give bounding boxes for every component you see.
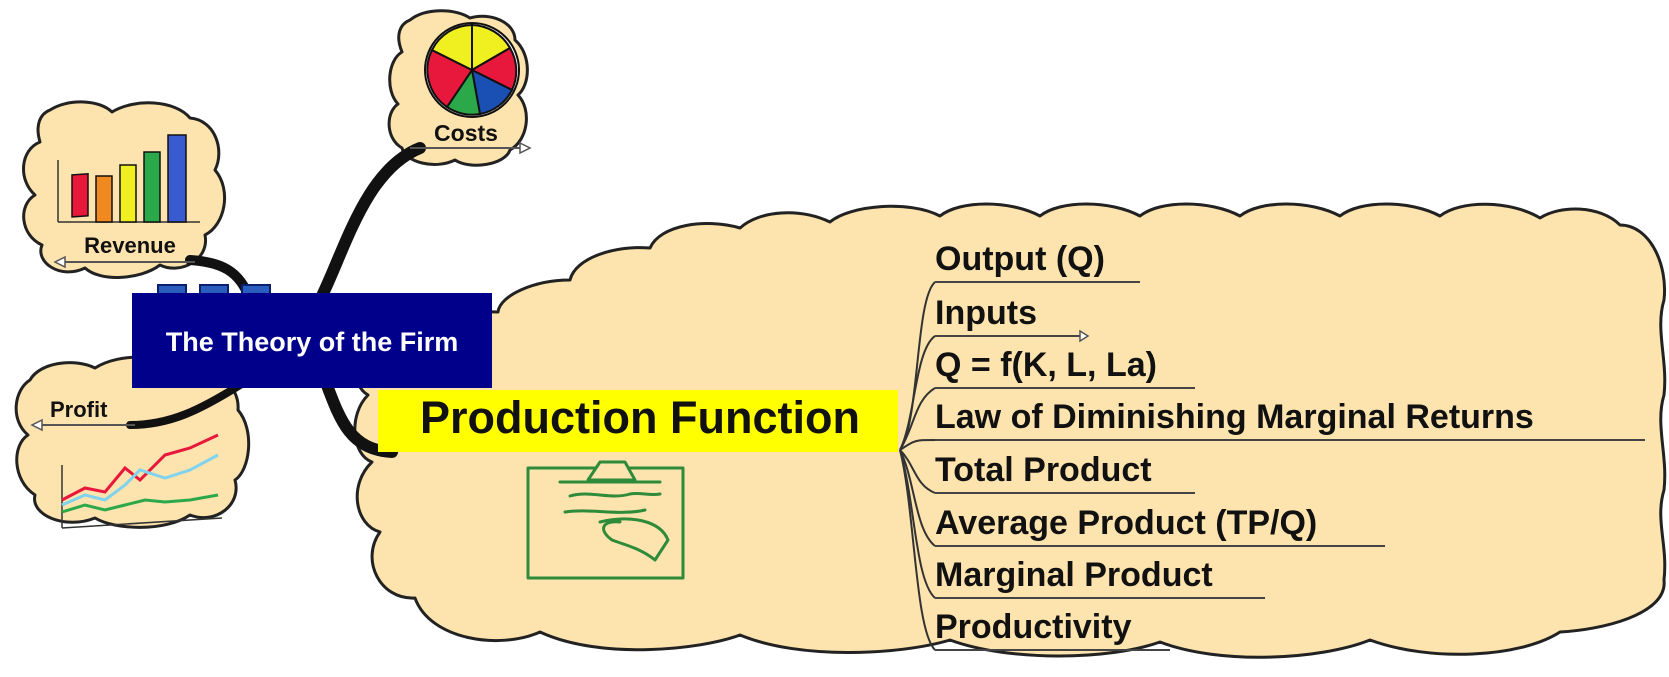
subtopic-branches [899,281,936,651]
central-topic-label: The Theory of the Firm [166,327,459,357]
costs-arrow-icon [519,141,532,155]
profit-label[interactable]: Profit [50,397,108,422]
connector-costs [314,142,426,306]
costs-label[interactable]: Costs [434,120,498,146]
revenue-arrow-icon [53,255,66,269]
bar-chart-icon [57,134,200,223]
inputs-arrow-icon [1079,329,1090,343]
pie-chart-icon [424,22,520,118]
subtopic-diminishing-returns[interactable]: Law of Diminishing Marginal Returns [935,398,1534,436]
subtopic-total-product[interactable]: Total Product [935,451,1152,489]
subtopic-output[interactable]: Output (Q) [935,240,1105,278]
subtopic-productivity[interactable]: Productivity [935,608,1132,646]
subtopic-marginal-product[interactable]: Marginal Product [935,556,1213,594]
line-chart-icon [61,433,223,529]
subtopic-average-product[interactable]: Average Product (TP/Q) [935,504,1317,542]
subtopic-inputs[interactable]: Inputs [935,294,1037,332]
subtopic-production-equation[interactable]: Q = f(K, L, La) [935,346,1157,384]
connector-profit [126,381,244,429]
subtopic-underlines [935,281,1645,651]
subtopic-list: Output (Q) Inputs Q = f(K, L, La) Law of… [935,240,1534,646]
revenue-label[interactable]: Revenue [84,233,176,258]
production-function-label[interactable]: Production Function [420,392,860,443]
production-function-highlight [378,390,898,452]
clipboard-writing-icon [526,460,685,580]
profit-arrow-icon [30,418,43,432]
central-topic[interactable]: The Theory of the Firm [132,284,492,388]
